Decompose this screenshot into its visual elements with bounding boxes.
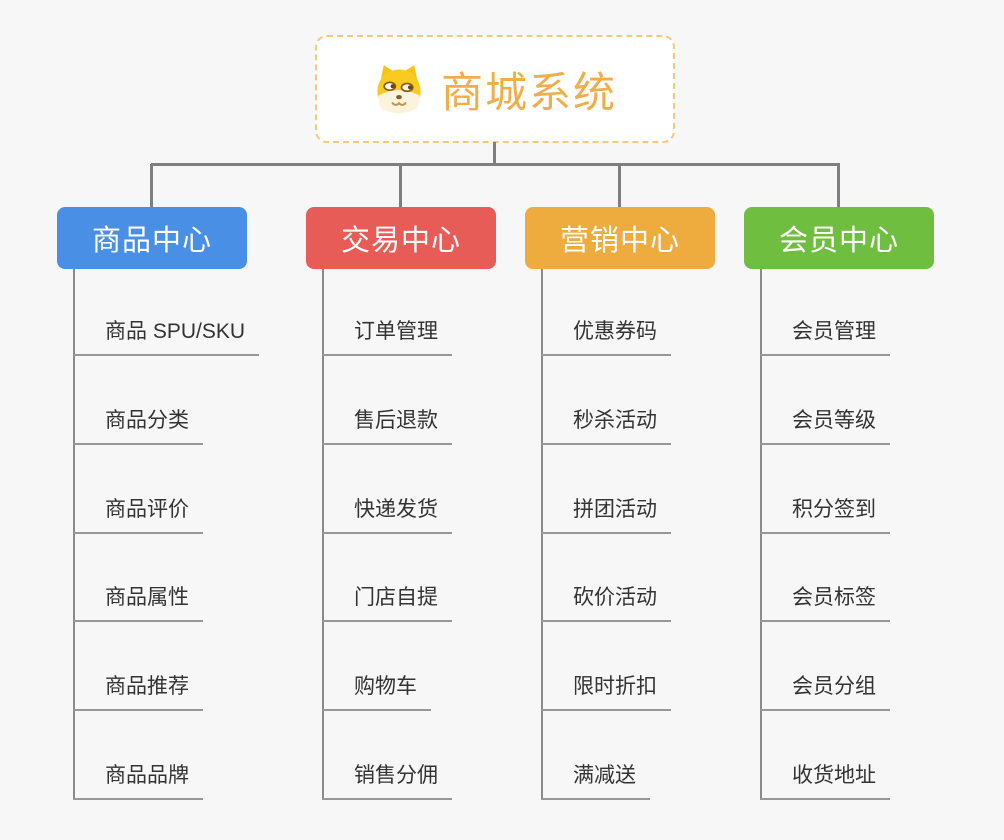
child-topic[interactable]: 商品属性 (73, 584, 203, 623)
connector-stub-branch-2 (399, 164, 402, 208)
child-topic[interactable]: 优惠券码 (541, 318, 671, 356)
child-topic[interactable]: 会员管理 (760, 318, 890, 356)
branch-column: 会员中心 会员管理会员等级积分签到会员标签会员分组收货地址 (744, 207, 934, 840)
branch-child-line (73, 269, 75, 800)
child-topic[interactable]: 商品推荐 (73, 673, 203, 712)
connector-stub-branch-3 (618, 164, 621, 208)
root-node[interactable]: 商城系统 (315, 35, 675, 143)
connector-horizontal (151, 163, 840, 166)
branch-child-line (541, 269, 543, 800)
connector-root-stub (493, 142, 496, 166)
child-topic[interactable]: 砍价活动 (541, 584, 671, 623)
child-topic[interactable]: 购物车 (322, 673, 431, 712)
child-topic[interactable]: 订单管理 (322, 318, 452, 356)
child-topic[interactable]: 会员等级 (760, 407, 890, 445)
child-topic[interactable]: 会员分组 (760, 673, 890, 712)
child-topic[interactable]: 销售分佣 (322, 762, 452, 800)
branch-child-line (322, 269, 324, 800)
child-topic[interactable]: 收货地址 (760, 762, 890, 800)
branch-node-1[interactable]: 商品中心 (57, 207, 247, 269)
child-topic[interactable]: 快递发货 (322, 496, 452, 534)
branch-column: 商品中心 商品 SPU/SKU 商品分类商品评价商品属性商品推荐商品品牌 (57, 207, 260, 840)
connector-stub-branch-1 (150, 164, 153, 208)
branch-column: 营销中心 优惠券码秒杀活动拼团活动砍价活动限时折扣满减送 (525, 207, 715, 840)
doge-dog-icon (377, 65, 421, 113)
child-topic[interactable]: 商品分类 (73, 407, 203, 445)
branch-node-2[interactable]: 交易中心 (306, 207, 496, 269)
child-topic[interactable]: 限时折扣 (541, 673, 671, 712)
branch-child-line (760, 269, 762, 800)
child-topic[interactable]: 商品品牌 (73, 762, 203, 800)
child-topic[interactable]: 积分签到 (760, 496, 890, 534)
branch-column: 交易中心 订单管理售后退款快递发货门店自提购物车销售分佣 (306, 207, 496, 840)
branch-node-3[interactable]: 营销中心 (525, 207, 715, 269)
child-topic[interactable]: 商品评价 (73, 496, 203, 534)
branch-node-4[interactable]: 会员中心 (744, 207, 934, 269)
connector-stub-branch-4 (837, 164, 840, 208)
child-topic[interactable]: 门店自提 (322, 584, 452, 623)
root-title: 商城系统 (440, 68, 617, 116)
child-topic[interactable]: 秒杀活动 (541, 407, 671, 445)
child-topic[interactable]: 商品 SPU/SKU (73, 318, 260, 356)
child-topic[interactable]: 会员标签 (760, 584, 890, 623)
child-topic[interactable]: 拼团活动 (541, 496, 671, 534)
child-topic[interactable]: 满减送 (541, 762, 650, 800)
child-topic[interactable]: 售后退款 (322, 407, 452, 445)
